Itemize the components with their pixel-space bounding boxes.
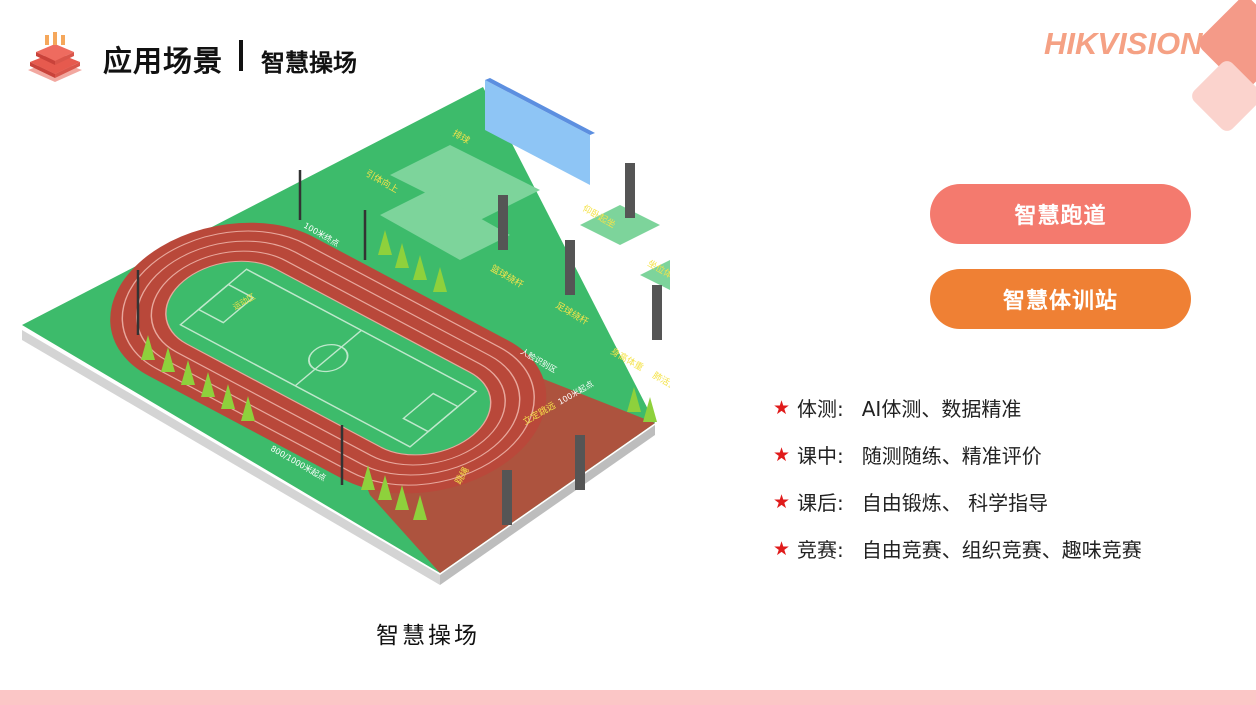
list-item: ★ 竞赛: 自由竞赛、组织竞赛、趣味竞赛 [773, 537, 1142, 563]
hikvision-logo: HIKVISION [1044, 26, 1203, 61]
layered-cake-logo-icon [28, 32, 82, 82]
star-icon: ★ [773, 443, 791, 466]
smart-track-button[interactable]: 智慧跑道 [930, 184, 1191, 244]
list-item: ★ 课中: 随测随练、精准评价 [773, 443, 1042, 469]
illustration-caption: 智慧操场 [376, 623, 480, 649]
smart-training-station-button[interactable]: 智慧体训站 [930, 269, 1191, 329]
bottom-decor-bar [0, 690, 1256, 705]
star-icon: ★ [773, 396, 791, 419]
list-item: ★ 课后: 自由锻炼、 科学指导 [773, 490, 1049, 516]
feature-list: ★ 体测: AI体测、数据精准 ★ 课中: 随测随练、精准评价 ★ 课后: 自由… [773, 384, 1233, 572]
star-icon: ★ [773, 537, 791, 560]
title-divider [239, 40, 243, 71]
svg-text:肺活量: 肺活量 [651, 369, 671, 393]
list-item: ★ 体测: AI体测、数据精准 [773, 396, 1022, 422]
smart-playground-illustration: 引体向上 排球 仰卧起坐 坐位体前屈 跳绳 篮球绕杆 足球绕杆 身高体重 肺活量… [22, 78, 671, 585]
star-icon: ★ [773, 490, 791, 513]
page-subtitle: 智慧操场 [261, 49, 357, 77]
page-title: 应用场景 [103, 44, 224, 78]
